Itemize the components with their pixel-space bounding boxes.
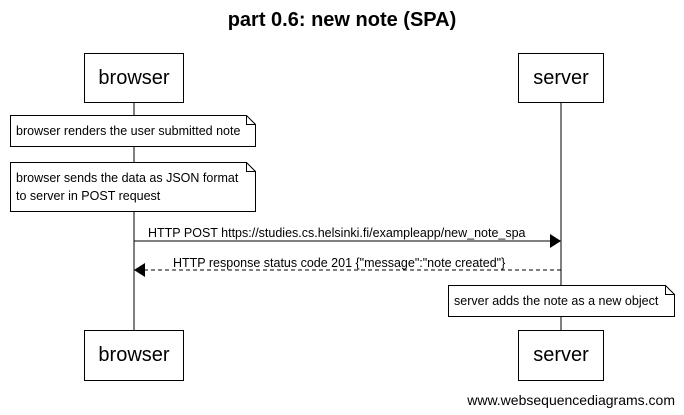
note-browser-renders-text: browser renders the user submitted note (16, 124, 241, 138)
note-browser-sends-line2: to server in POST request (16, 189, 161, 203)
browser-actor-bottom: browser (84, 330, 184, 381)
note-browser-sends-line1: browser sends the data as JSON format (16, 171, 239, 185)
note-server-adds-text: server adds the note as a new object (454, 294, 659, 308)
post-arrow-head (550, 234, 561, 248)
watermark-text: www.websequencediagrams.com (467, 392, 675, 408)
server-actor-bottom: server (518, 330, 604, 381)
post-message-label: HTTP POST https://studies.cs.helsinki.fi… (148, 226, 526, 240)
response-arrow-head (134, 263, 145, 277)
server-actor-top: server (518, 53, 604, 103)
browser-actor-top: browser (84, 53, 184, 103)
note-server-adds: server adds the note as a new object (448, 285, 675, 317)
response-message-label: HTTP response status code 201 {"message"… (173, 256, 506, 270)
note-browser-renders: browser renders the user submitted note (10, 115, 256, 147)
diagram-title: part 0.6: new note (SPA) (227, 9, 457, 31)
note-browser-sends: browser sends the data as JSON format to… (10, 162, 256, 212)
